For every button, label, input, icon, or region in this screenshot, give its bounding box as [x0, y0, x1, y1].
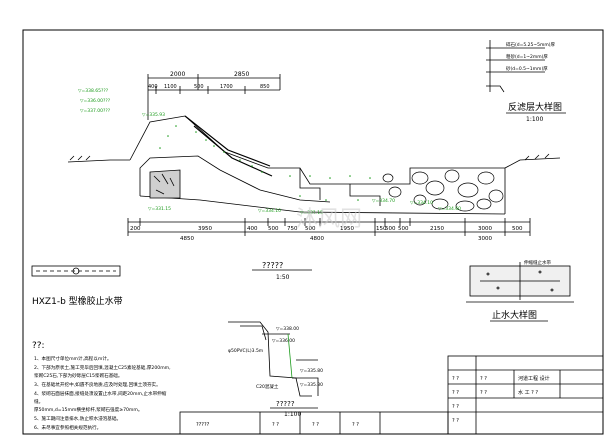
bottom-dim-12: 3000	[478, 226, 492, 232]
filter-title: 反滤层大样图	[508, 101, 562, 113]
elevation-2: ▽=336.00???	[80, 98, 111, 104]
note-line: 5、施工期间注意排水,防止积水浸泡基础。	[34, 415, 121, 422]
watermark: 沐风网	[296, 207, 362, 232]
elevation-6: ▽=331.15	[148, 206, 171, 212]
section2-label-1: ▽=338.00	[276, 326, 299, 332]
title-row-label: ? ?	[452, 404, 459, 410]
waterstop-title: 止水大样图	[492, 309, 537, 321]
sub-dim-4: 1700	[220, 84, 233, 90]
bottom-dim-10: 500	[398, 226, 409, 232]
bottom-dim-13: 500	[512, 226, 523, 232]
note-line: 厚50mm,d=15mm横坐标杆,浆砌石强度≥70mm。	[34, 406, 142, 413]
sign-cell: ? ?	[480, 376, 487, 382]
main-section	[67, 74, 561, 236]
bottom-dim-1: 200	[130, 226, 141, 232]
rubber-title: HXZ1-b 型橡胶止水带	[32, 295, 123, 307]
elevation-4: ▽=335.93	[142, 112, 165, 118]
bottom-dim-7: 1950	[340, 226, 354, 232]
elevation-1: ▽=338.65???	[78, 88, 109, 94]
title-block	[179, 355, 604, 435]
secondary-section	[228, 321, 319, 397]
bottom-dim-8: 150	[376, 226, 387, 232]
bottom-dim-4: 500	[268, 226, 279, 232]
drawing-number: 水 工 ? ?	[518, 389, 538, 396]
filter-layer-1: 碎石(d=5.25~5mm)厚	[506, 41, 556, 48]
note-line: 3、在基础坑开挖中,如遇不良地质,应及时处理,回填土须夯实。	[34, 381, 161, 388]
bottom-cell: ? ?	[312, 422, 319, 428]
waterstop-label: 伸缩缝止水带	[524, 259, 551, 266]
notes-title: ??:	[32, 341, 45, 351]
main-caption: ?????	[262, 261, 283, 270]
bottom-total-2: 4800	[310, 236, 324, 242]
bottom-cell: ? ?	[352, 422, 359, 428]
project-name: 河道工程 设计	[518, 375, 550, 382]
bottom-dim-3: 400	[247, 226, 258, 232]
title-row-label: ? ?	[452, 418, 459, 424]
section2-scale: 1:100	[284, 411, 301, 418]
note-line: 4、浆砌石面层抹面,接缝处须设置止水带,间距20mm,止水带伸缩	[34, 390, 167, 397]
rubber-waterstop	[31, 265, 121, 277]
section2-label-5: ▽=335.30	[300, 382, 323, 388]
elevation-5: ▽=334.10	[258, 208, 281, 214]
bottom-total-1: 4850	[180, 236, 194, 242]
sub-dim-3: 500	[194, 84, 204, 90]
elevation-8: ▽=334.10	[410, 200, 433, 206]
sign-cell: ? ?	[480, 390, 487, 396]
note-line: 1、本图尺寸单位mm计,高程以m计。	[34, 355, 112, 362]
bottom-cell: ?????	[196, 422, 210, 428]
title-row-label: ? ?	[452, 376, 459, 382]
note-line: 浆砌C25石,下部为砂砾层C15浆砌石基础。	[34, 372, 122, 379]
bottom-dim-6: 500	[305, 226, 316, 232]
note-line: 缝。	[34, 398, 43, 405]
elevation-3: ▽=337.00???	[80, 108, 111, 114]
bottom-dim-11: 2150	[430, 226, 444, 232]
bottom-dim-9: 500	[385, 226, 396, 232]
top-dim-1: 2000	[170, 71, 185, 78]
filter-layer-3: 砂(d=0.5~1mm)厚	[506, 65, 548, 72]
bottom-cell: ? ?	[272, 422, 279, 428]
bottom-total-3: 3000	[478, 236, 492, 242]
filter-scale: 1:100	[526, 116, 543, 123]
sub-dim-5: 850	[260, 84, 270, 90]
top-dim-2: 2850	[234, 71, 249, 78]
note-line: 2、下部为原状土,施工完毕后回填,混凝土C25素砼基础,厚200mm,	[34, 364, 171, 371]
main-scale: 1:50	[276, 274, 290, 281]
bottom-dim-5: 750	[287, 226, 298, 232]
sub-dim-1: 400	[148, 84, 158, 90]
sub-dim-2: 1100	[164, 84, 177, 90]
section2-label-4: ▽=335.80	[300, 368, 323, 374]
section2-label-2: ▽=336.00	[272, 338, 295, 344]
note-line: 6、未尽事宜参照相关规范执行。	[34, 424, 101, 431]
filter-layer-2: 粗砂(d=1~2mm)厚	[506, 53, 548, 60]
filter-detail	[486, 40, 545, 93]
elevation-7: ▽=334.70	[372, 198, 395, 204]
elevation-10: ▽=331.15	[300, 210, 323, 216]
section2-label-3: φ50PVC(L)3.5m	[228, 348, 263, 354]
title-row-label: ? ?	[452, 390, 459, 396]
bottom-dim-2: 3950	[198, 226, 212, 232]
waterstop-detail	[466, 262, 574, 303]
section2-label-6: C20混凝土	[256, 383, 279, 390]
section2-caption: ?????	[276, 400, 295, 408]
elevation-9: ▽=334.60	[438, 206, 461, 212]
concrete-hatch	[159, 125, 371, 201]
